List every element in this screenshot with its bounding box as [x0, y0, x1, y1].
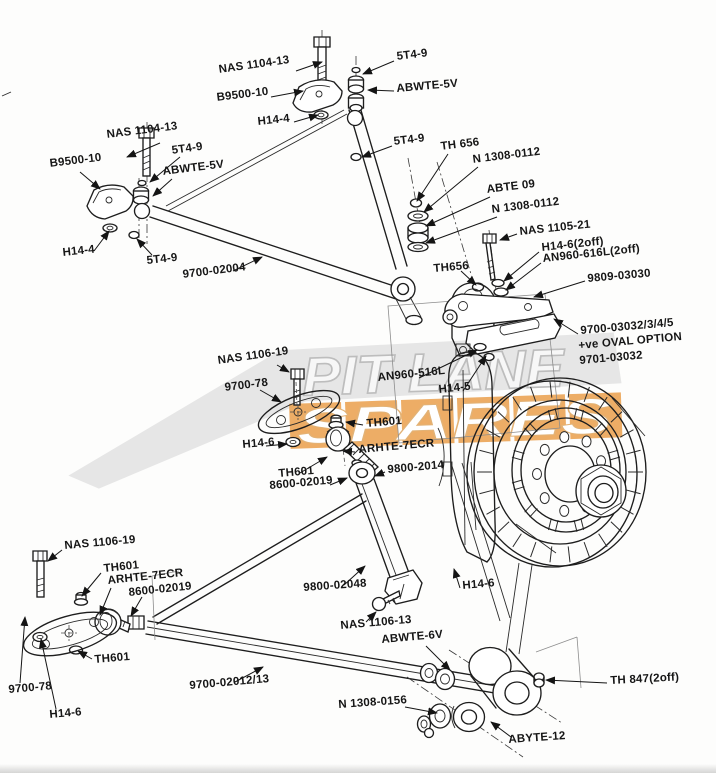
- bolt-nas-1106-13: [371, 590, 401, 612]
- clevis-b9500-10: [292, 79, 343, 113]
- arm-9800-02048: [355, 478, 423, 612]
- washer-h14-6: [491, 278, 505, 288]
- washer-an960-616l: [493, 287, 509, 297]
- brake-disc-assembly: [437, 343, 647, 655]
- bush-abte-09: [407, 222, 429, 234]
- bolt-nas-1106-19: [32, 550, 48, 598]
- plate-9700-78: [22, 611, 118, 657]
- upper-wishbone: [149, 106, 423, 326]
- pit-lane-spares-watermark: PIT LANE SPARES: [68, 332, 623, 489]
- washer-h14-4: [102, 223, 118, 233]
- caliper-bracket-area: [387, 282, 562, 444]
- disc-bell-ring: [511, 407, 621, 533]
- spacer-5t4-9: [351, 66, 361, 74]
- nut-th656: [409, 198, 423, 208]
- washer-n1308-0156: [416, 703, 452, 739]
- washer-an960-516l: [473, 342, 487, 352]
- leader-lines: [19, 60, 608, 738]
- ball-joint: [390, 276, 416, 302]
- mount-cylinder: [492, 670, 542, 716]
- bolt-nas-1104-13: [138, 127, 155, 177]
- upper-front-mount: [292, 30, 365, 162]
- washer-h14-6: [32, 631, 48, 643]
- mid-rodend-assembly: [257, 368, 379, 485]
- washer-h14-4: [313, 110, 329, 120]
- spacer-9800-2014: [348, 461, 376, 485]
- hub-nut: [575, 464, 627, 518]
- washer-n1308-0112: [407, 210, 429, 222]
- bolt-nas-1104-13: [313, 36, 331, 86]
- washer-n1308-0112: [407, 241, 429, 253]
- spacer-5t4-9-lower: [350, 152, 362, 162]
- scan-artifact: [1, 91, 12, 97]
- bolt-nas-1106-19: [290, 368, 305, 406]
- upper-rear-mount: [86, 122, 155, 244]
- lower-wishbone: [22, 493, 515, 697]
- upright-carrier: [447, 351, 496, 563]
- nut-th601-upper: [73, 591, 89, 606]
- spacer-th847: [533, 672, 545, 688]
- washer-h14-6: [285, 436, 301, 448]
- spacer-5t4-9: [128, 230, 140, 240]
- plate-9700-78: [257, 389, 341, 435]
- bolt-nas-1105-21: [482, 233, 497, 281]
- scan-edge-shadow: [0, 764, 716, 773]
- rear-lower-mount: [406, 636, 582, 758]
- option-plate-9700-03032: [465, 313, 562, 355]
- disc-outer-edge: [466, 380, 638, 568]
- bush-abyte-12: [451, 701, 486, 733]
